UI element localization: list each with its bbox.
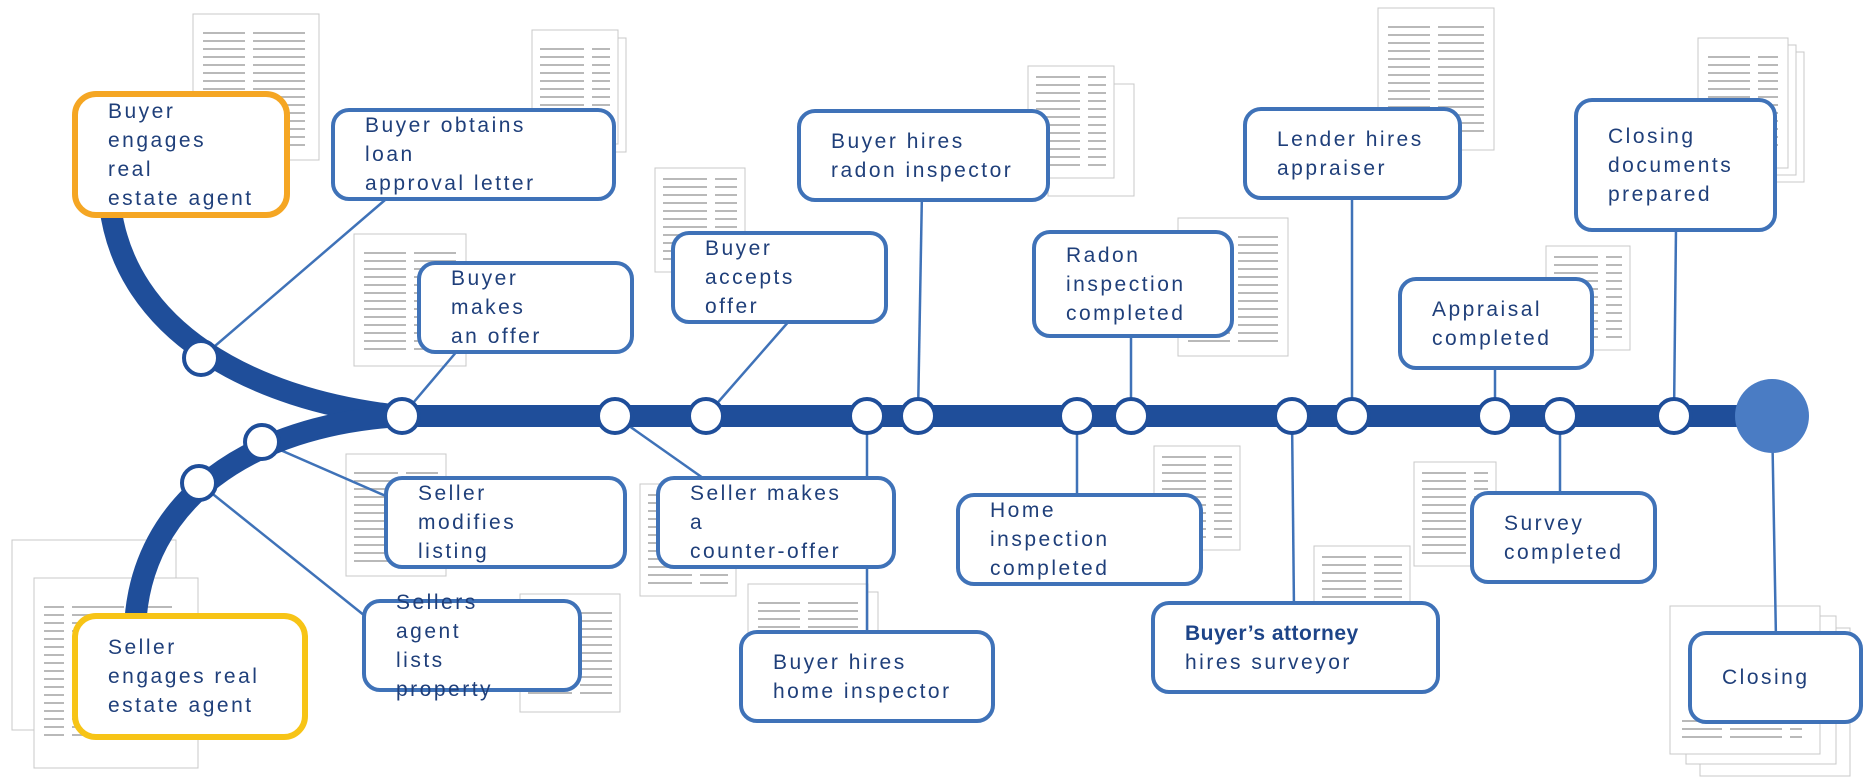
milestone-node	[1273, 397, 1311, 435]
step-buyer-engages-agent: Buyer engages real estate agent	[72, 91, 290, 218]
milestone-nodes	[180, 339, 1693, 502]
milestone-node	[1333, 397, 1371, 435]
step-home-inspector: Buyer hires home inspector	[739, 630, 995, 723]
step-buyer-makes-offer: Buyer makes an offer	[417, 261, 634, 354]
milestone-node	[180, 464, 218, 502]
step-survey-completed: Survey completed	[1470, 491, 1657, 584]
hires-surveyor-label: hires surveyor	[1185, 650, 1352, 674]
connector-lines	[198, 189, 1778, 641]
step-radon-inspection-completed: Radon inspection completed	[1032, 230, 1234, 338]
step-sellers-agent-lists: Sellers agent lists property	[362, 591, 582, 701]
milestone-node	[1476, 397, 1514, 435]
milestone-node	[243, 423, 281, 461]
end-node	[1735, 379, 1809, 453]
step-counter-offer: Seller makes a counter-offer	[656, 476, 896, 569]
step-appraisal-completed: Appraisal completed	[1398, 277, 1594, 370]
step-closing-documents-prepared: Closing documents prepared	[1574, 98, 1777, 232]
milestone-node	[383, 397, 421, 435]
step-seller-engages-agent: Seller engages real estate agent	[72, 613, 308, 740]
step-lender-hires-appraiser: Lender hires appraiser	[1243, 107, 1462, 200]
step-buyer-accepts-offer: Buyer accepts offer	[671, 231, 888, 324]
milestone-node	[1058, 397, 1096, 435]
step-radon-inspector: Buyer hires radon inspector	[797, 109, 1050, 202]
step-loan-approval: Buyer obtains loan approval letter	[331, 108, 616, 201]
milestone-node	[596, 397, 634, 435]
milestone-node	[1655, 397, 1693, 435]
milestone-node	[848, 397, 886, 435]
milestone-node	[1112, 397, 1150, 435]
milestone-node	[1541, 397, 1579, 435]
step-seller-modifies-listing: Seller modifies listing	[384, 476, 627, 569]
milestone-node	[182, 339, 220, 377]
step-closing: Closing	[1688, 631, 1863, 724]
attorney-label: Buyer’s attorney	[1185, 621, 1359, 645]
step-attorney-hires-surveyor: Buyer’s attorney hires surveyor	[1151, 601, 1440, 694]
milestone-node	[899, 397, 937, 435]
milestone-node	[687, 397, 725, 435]
step-home-inspection-completed: Home inspection completed	[956, 493, 1203, 586]
